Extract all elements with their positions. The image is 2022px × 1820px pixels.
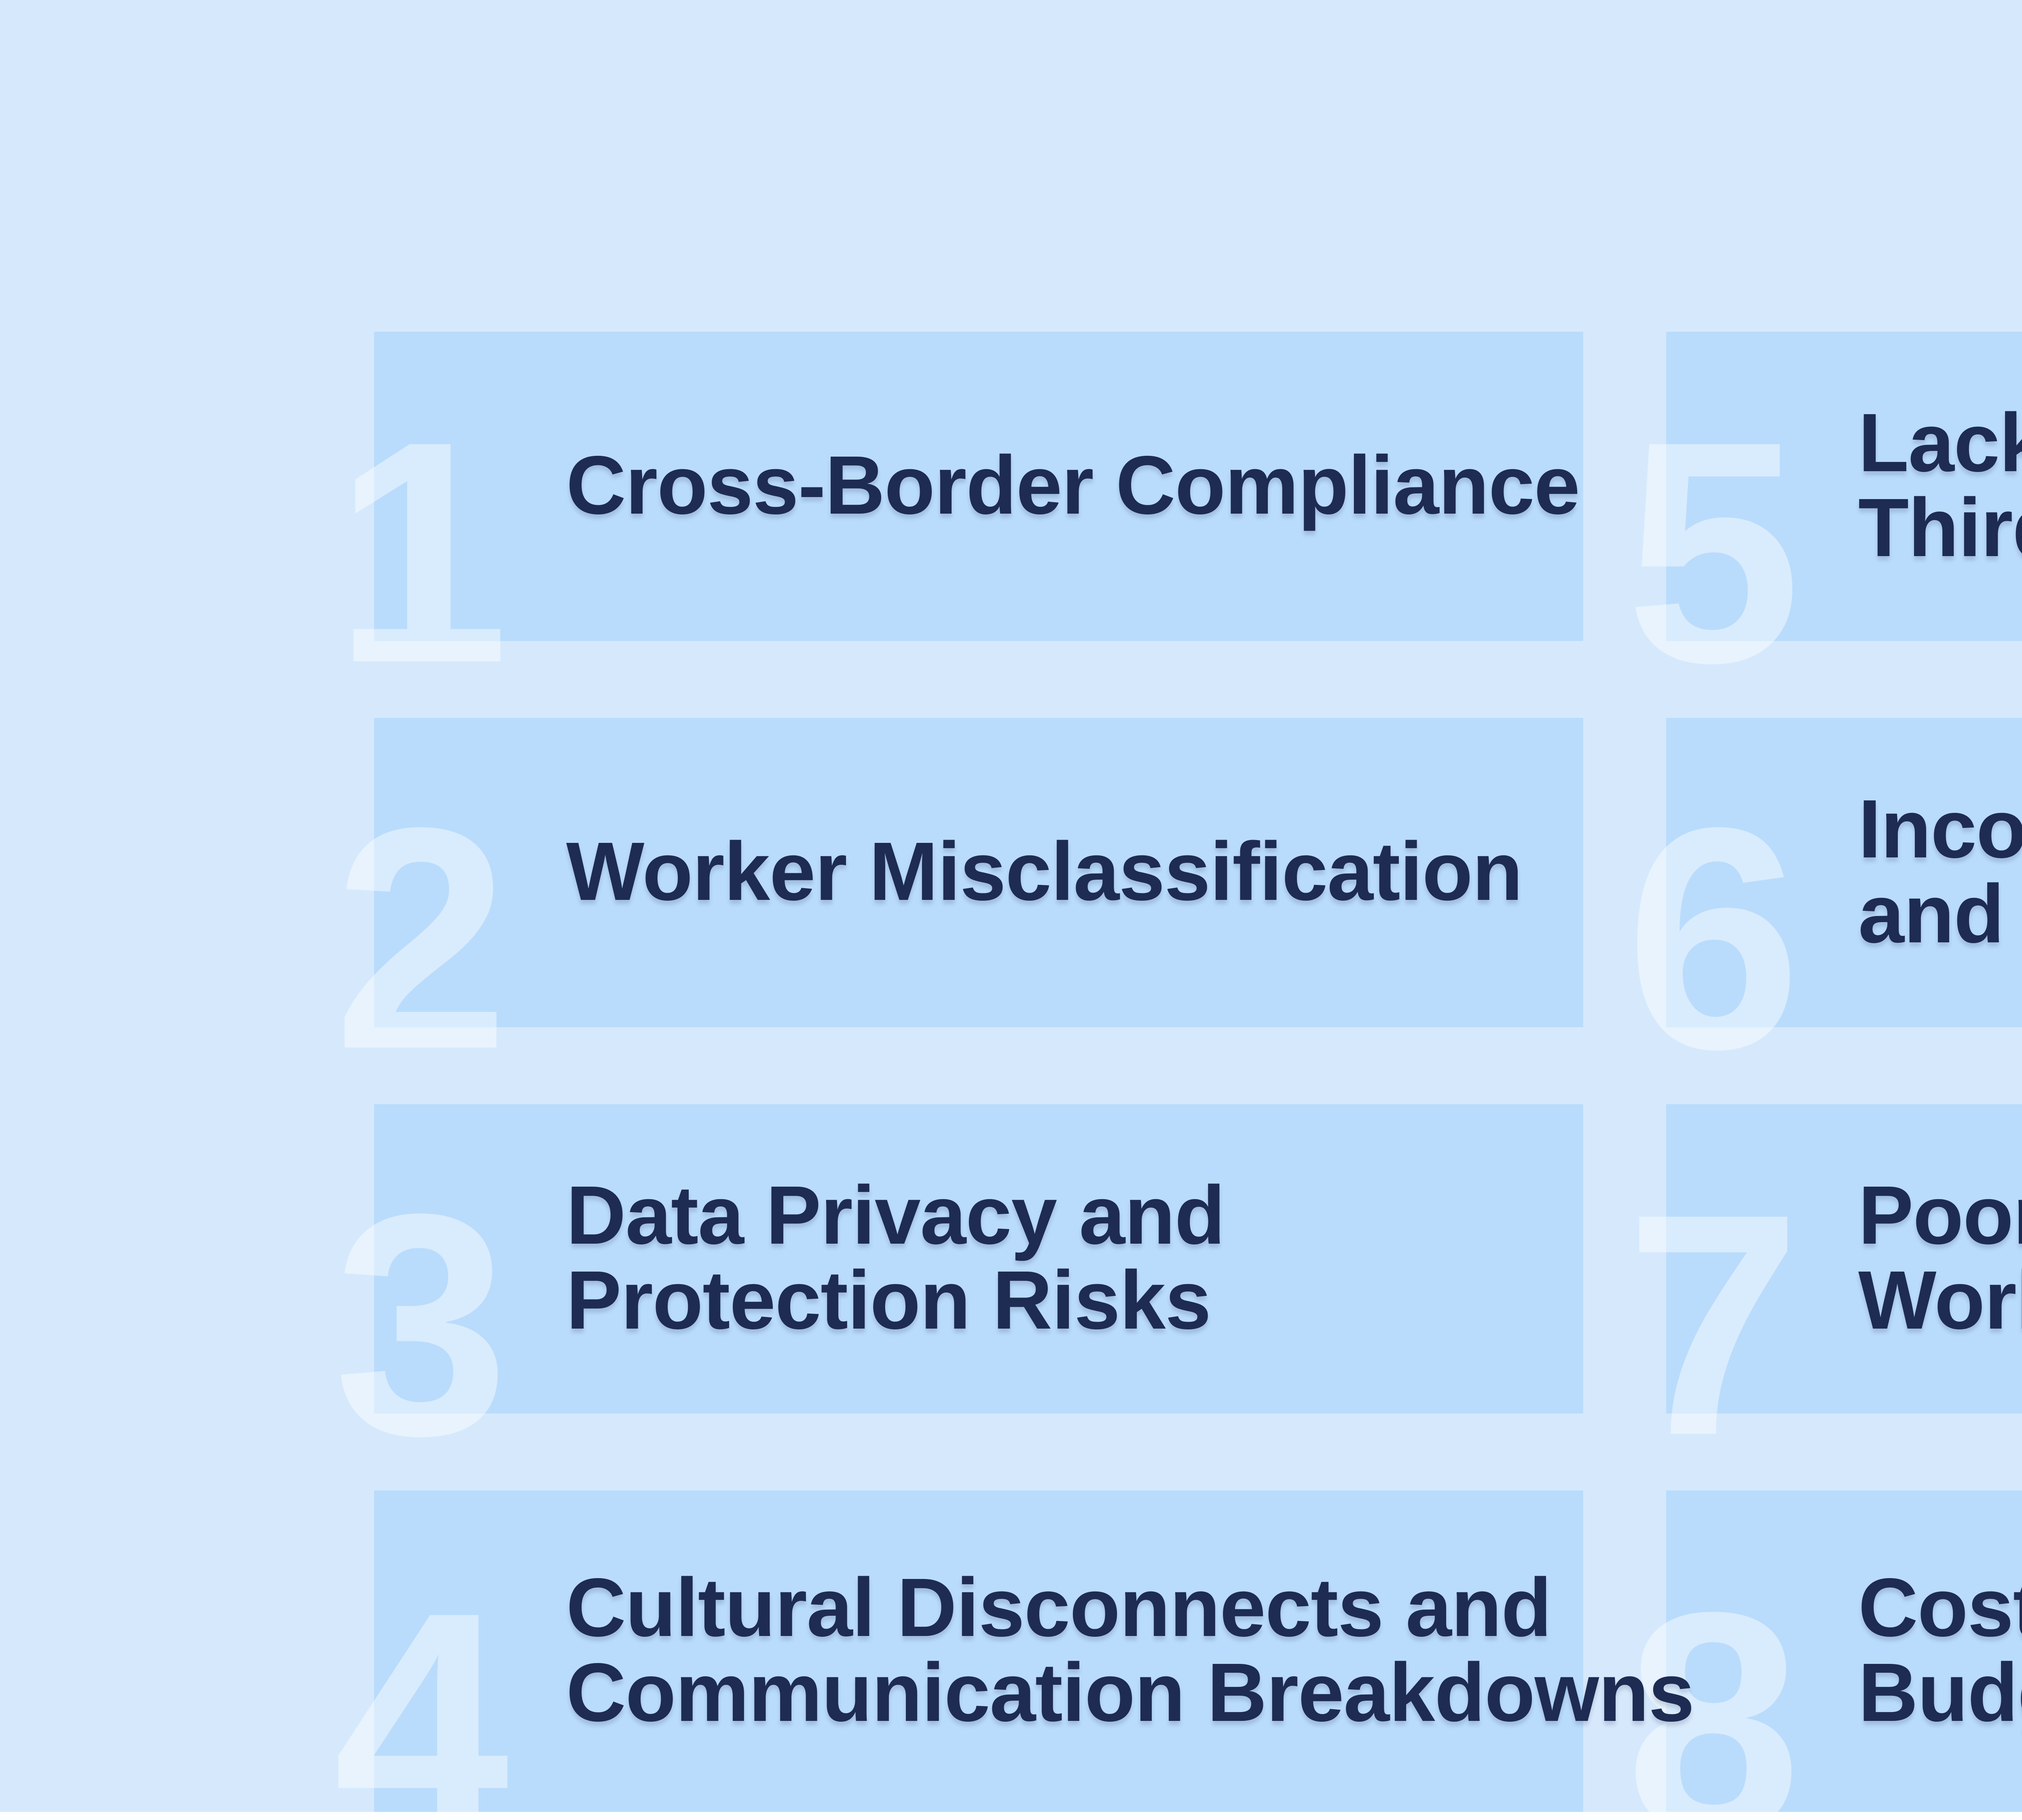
card-title-line: and Metrics [1858, 866, 2022, 960]
risk-card: 6 Inconsistent Reportingand Metrics [1626, 718, 2022, 1098]
card-title-line: Inconsistent Reporting [1858, 782, 2022, 875]
card-title: Worker Misclassification [566, 824, 1553, 917]
card-title-line: Budget Surprises [1858, 1645, 2022, 1738]
risk-card: 7 Poor Onboarding andWorker Experience [1626, 1104, 2022, 1484]
card-number: 5 [1626, 378, 1801, 730]
card-title: Poor Onboarding andWorker Experience [1858, 1168, 2022, 1346]
card-title-line: Worker Experience [1858, 1253, 2022, 1346]
card-number: 1 [334, 378, 509, 730]
card-number: 3 [334, 1151, 509, 1503]
card-title-line: Lack of Visibility with [1858, 396, 2022, 489]
risk-card: 2 Worker Misclassification [334, 718, 1583, 1098]
card-number: 6 [1626, 764, 1801, 1116]
card-title-line: Worker Misclassification [566, 824, 1523, 917]
card-number: 7 [1626, 1151, 1801, 1503]
card-title-line: Cost Overruns and [1858, 1560, 2022, 1654]
card-number: 2 [334, 764, 509, 1116]
card-title-line: Communication Breakdowns [566, 1645, 1694, 1738]
risk-card: 5 Lack of Visibility withThird-Party Ven… [1626, 332, 2022, 712]
card-title: Cost Overruns andBudget Surprises [1858, 1560, 2022, 1738]
card-title-line: Poor Onboarding and [1858, 1168, 2022, 1261]
card-title-line: Protection Risks [566, 1253, 1211, 1346]
card-title: Lack of Visibility withThird-Party Vendo… [1858, 396, 2022, 574]
card-title-line: Third-Party Vendors [1858, 480, 2022, 574]
card-title: Inconsistent Reportingand Metrics [1858, 782, 2022, 960]
card-title-line: Cultural Disconnects and [566, 1560, 1552, 1654]
cards-grid: 1 Cross-Border Compliance 2 Worker Miscl… [334, 332, 2022, 1820]
risk-card: 1 Cross-Border Compliance [334, 332, 1583, 712]
risk-card: 8 Cost Overruns andBudget Surprises [1626, 1490, 2022, 1820]
bottom-strip [0, 1812, 2022, 1820]
card-number: 4 [334, 1549, 509, 1820]
card-title: Cross-Border Compliance [566, 438, 1580, 531]
card-title-line: Data Privacy and [566, 1168, 1225, 1261]
card-title-line: Cross-Border Compliance [566, 438, 1580, 531]
